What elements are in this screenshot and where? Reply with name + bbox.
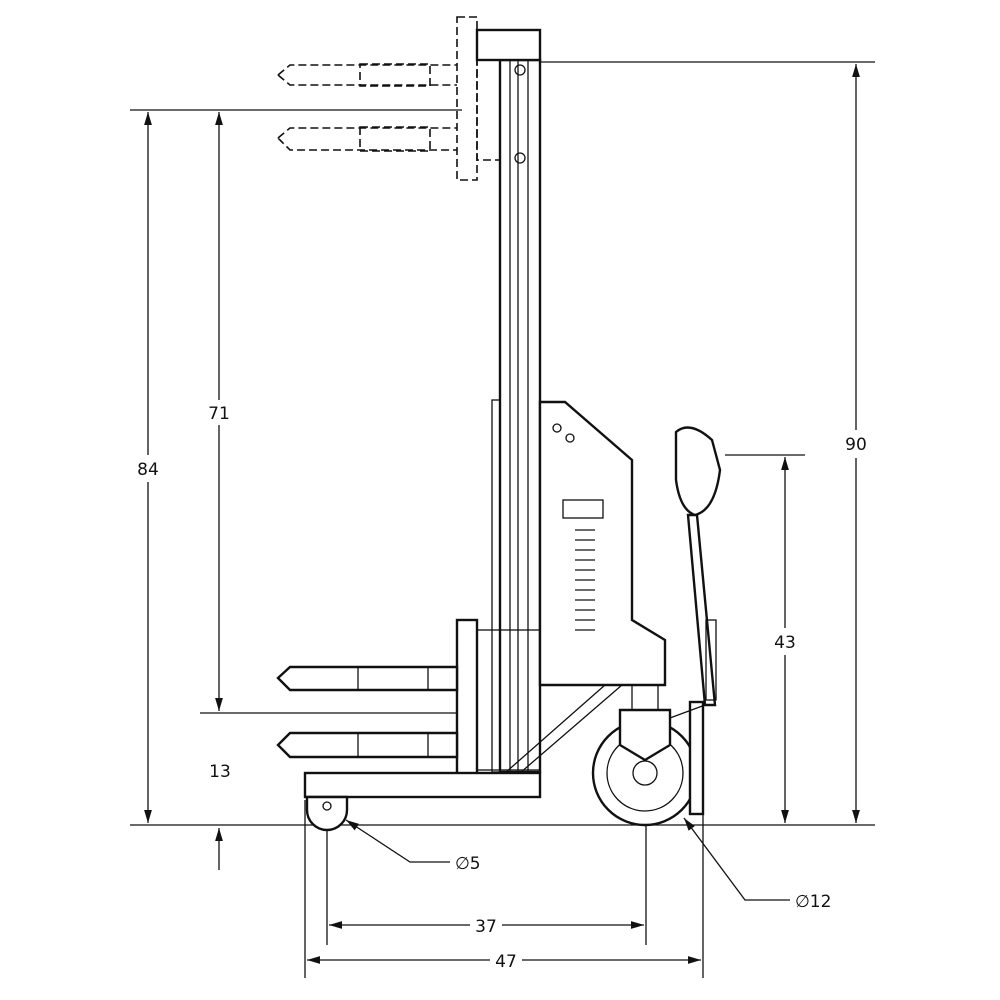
dim-wheelbase: 37: [475, 917, 497, 937]
tiller-handle: [669, 426, 722, 816]
dimension-lines: [144, 64, 860, 964]
dim-overall-height: 90: [845, 435, 867, 455]
caster-wheel: [305, 795, 349, 832]
dim-caster-diameter: ∅5: [455, 854, 481, 874]
drive-wheel: [591, 684, 699, 827]
vent-slots: [575, 529, 595, 631]
dim-drive-wheel-diameter: ∅12: [795, 892, 831, 912]
dim-min-fork-height: 13: [209, 762, 231, 782]
dim-max-fork-height: 84: [137, 460, 159, 480]
mast: [475, 28, 542, 774]
upper-carriage-phantom: [277, 16, 526, 181]
dim-overall-length: 47: [495, 952, 517, 972]
extension-lines: [130, 61, 875, 978]
battery-housing: [538, 400, 667, 687]
dim-lift-travel: 71: [208, 404, 230, 424]
dim-handle-height: 43: [774, 633, 796, 653]
base-frame: [303, 684, 623, 799]
